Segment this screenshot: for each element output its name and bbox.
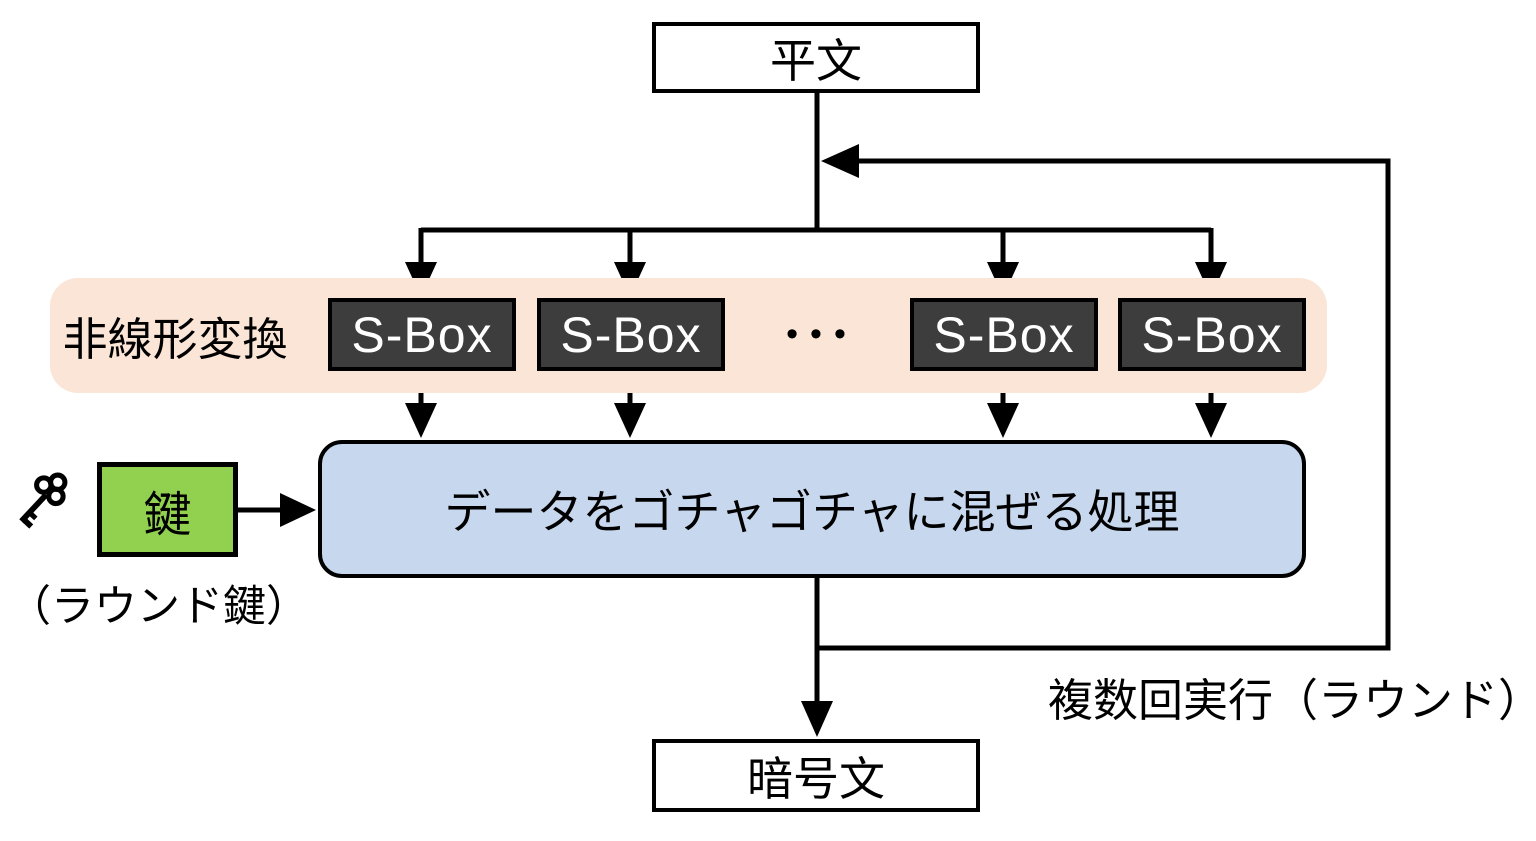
sbox-label: S-Box: [560, 306, 702, 363]
sbox-4: S-Box: [1118, 298, 1306, 371]
mix-process-box: データをゴチャゴチャに混ぜる処理: [318, 440, 1306, 578]
round-key-label: （ラウンド鍵）: [8, 583, 309, 631]
rounds-label: 複数回実行（ラウンド）: [1048, 674, 1536, 726]
sbox-1: S-Box: [328, 298, 516, 371]
sbox-label: S-Box: [351, 306, 493, 363]
sbox-label: S-Box: [933, 306, 1075, 363]
nonlinear-label: 非線形変換: [62, 314, 288, 365]
sbox-ellipsis: •••: [786, 315, 858, 353]
plaintext-box: 平文: [652, 22, 980, 93]
key-label: 鍵: [143, 488, 192, 542]
sbox-label: S-Box: [1141, 306, 1283, 363]
mix-process-label: データをゴチャゴチャに混ぜる処理: [444, 486, 1180, 538]
key-box: 鍵: [97, 462, 238, 557]
ciphertext-label: 暗号文: [747, 752, 885, 805]
plaintext-label: 平文: [770, 34, 862, 87]
ciphertext-box: 暗号文: [652, 739, 980, 812]
sbox-2: S-Box: [537, 298, 725, 371]
sbox-3: S-Box: [910, 298, 1098, 371]
key-icon: [19, 472, 68, 529]
